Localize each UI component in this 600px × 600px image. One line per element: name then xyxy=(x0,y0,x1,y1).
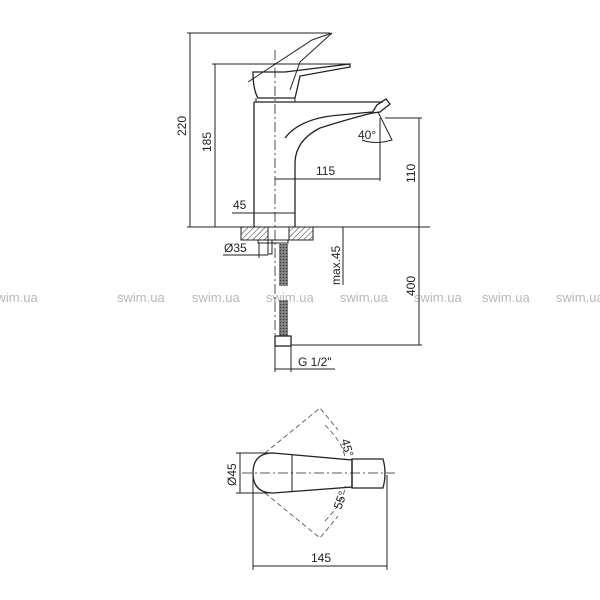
dim-d45: Ø45 xyxy=(225,463,239,486)
rotation-arcs xyxy=(324,424,346,522)
counter-plate-left xyxy=(240,226,269,241)
faucet-side-view: 220 185 110 400 115 40° 45 Ø35 max.45 G … xyxy=(175,32,430,372)
dim-max45: max.45 xyxy=(329,245,343,285)
dim-thread: G 1/2" xyxy=(298,355,332,369)
rotation-outline xyxy=(264,407,339,539)
watermark: swim.ua xyxy=(0,290,38,305)
dim-45: 45 xyxy=(233,198,247,212)
dim-55-deg: 55° xyxy=(331,489,350,511)
watermark: swim.ua xyxy=(192,290,240,305)
hose-upper xyxy=(279,244,288,286)
stud xyxy=(267,239,273,255)
dim-45-deg: 45° xyxy=(338,437,356,458)
faucet-top-view: Ø45 45° 55° 145 xyxy=(225,407,395,570)
watermark: swim.ua xyxy=(414,290,462,305)
watermark: swim.ua xyxy=(266,290,314,305)
dim-40-deg: 40° xyxy=(358,128,376,142)
spout-body xyxy=(253,101,383,227)
dim-115: 115 xyxy=(316,164,335,178)
dim-145: 145 xyxy=(311,551,331,565)
watermark: swim.ua xyxy=(556,290,600,305)
watermark: swim.ua xyxy=(482,290,530,305)
watermark: swim.ua xyxy=(340,290,388,305)
watermark: swim.ua xyxy=(117,290,165,305)
washer xyxy=(257,239,289,244)
counter-plate-right xyxy=(288,226,314,241)
dim-185: 185 xyxy=(200,132,214,152)
dim-220: 220 xyxy=(175,116,189,136)
handle xyxy=(252,63,351,99)
dim-110: 110 xyxy=(404,164,418,183)
dim-400: 400 xyxy=(404,276,418,296)
lever-raised-outline xyxy=(247,32,333,91)
hose-lower xyxy=(279,300,288,336)
watermark-row: swim.ua swim.ua swim.ua swim.ua swim.ua … xyxy=(0,290,600,305)
dim-d35: Ø35 xyxy=(224,241,247,255)
spout-top xyxy=(351,458,386,489)
aerator xyxy=(370,98,391,114)
angle-arc-40 xyxy=(361,111,393,143)
hose-nut xyxy=(274,335,292,347)
